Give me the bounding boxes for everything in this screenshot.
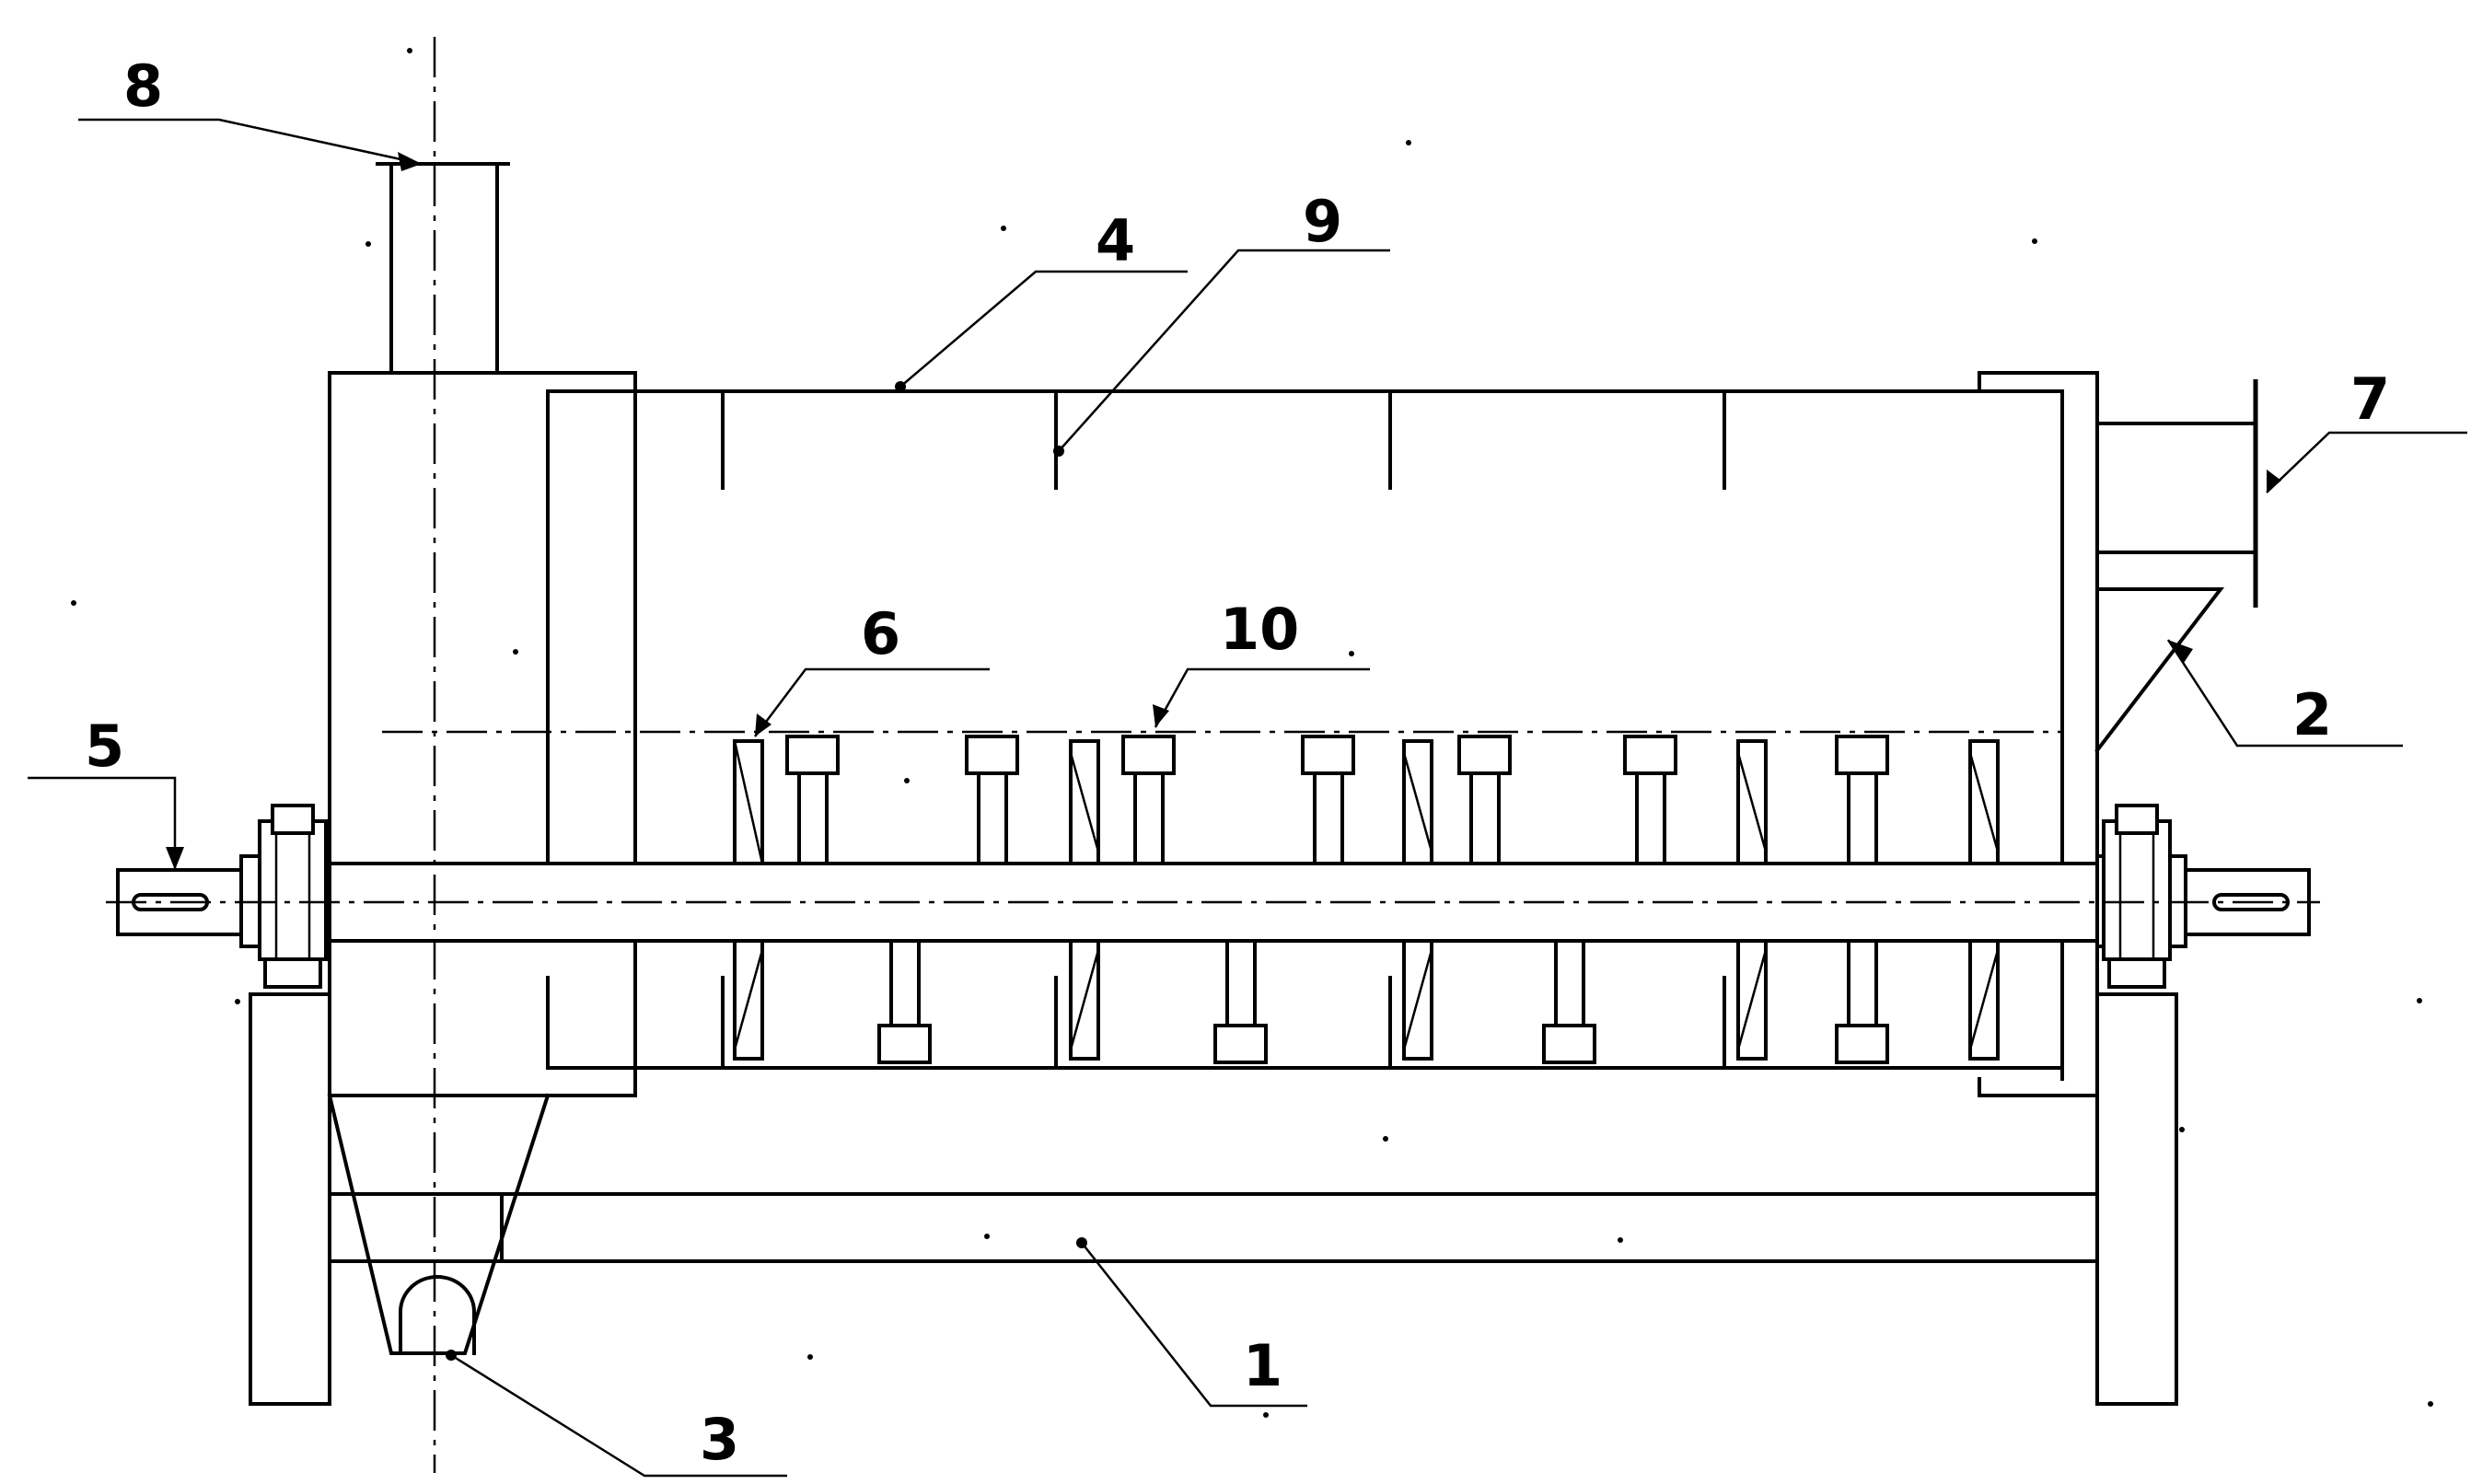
scan-dots bbox=[71, 48, 2433, 1418]
left-end-housing bbox=[327, 371, 637, 1355]
label-1: 1 bbox=[1243, 1332, 1282, 1399]
exhaust-pipe bbox=[376, 162, 510, 375]
label-3: 3 bbox=[700, 1406, 739, 1473]
main-drum bbox=[546, 389, 2064, 1081]
arrow-heads bbox=[166, 152, 2281, 1361]
label-5: 5 bbox=[85, 713, 124, 780]
leader-lines bbox=[28, 118, 2467, 1478]
right-bearing bbox=[2102, 804, 2172, 989]
paddles-upper bbox=[733, 739, 2000, 865]
label-9: 9 bbox=[1303, 188, 1342, 255]
centre-lines bbox=[106, 37, 2320, 1473]
right-end-housing bbox=[1978, 371, 2258, 1097]
label-2: 2 bbox=[2292, 681, 2332, 748]
paddles-lower bbox=[733, 939, 2000, 1061]
label-7: 7 bbox=[2350, 365, 2390, 433]
label-10: 10 bbox=[1220, 596, 1299, 663]
label-4: 4 bbox=[1096, 207, 1135, 274]
label-8: 8 bbox=[123, 52, 163, 120]
base-frame bbox=[249, 992, 2178, 1406]
label-6: 6 bbox=[861, 600, 900, 667]
hammers-lower bbox=[877, 939, 1889, 1064]
part-labels: 8 4 9 7 2 6 10 5 1 3 bbox=[85, 52, 2390, 1473]
left-bearing bbox=[258, 804, 328, 989]
hammers-upper bbox=[785, 735, 1889, 865]
